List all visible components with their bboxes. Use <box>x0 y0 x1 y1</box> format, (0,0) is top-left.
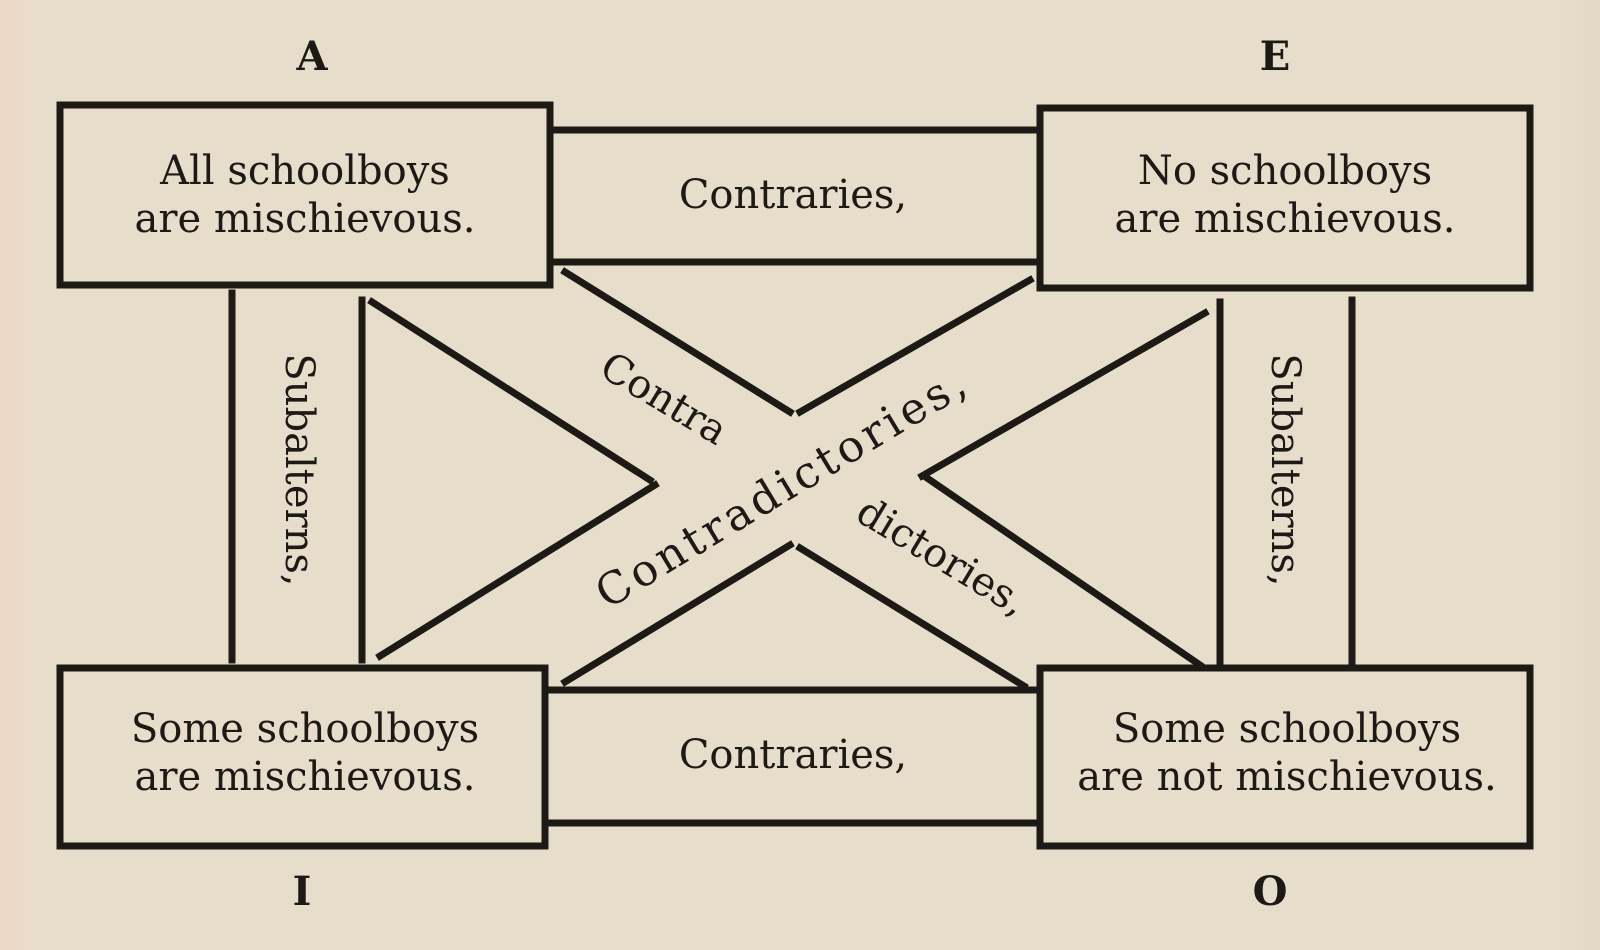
top-contraries-label: Contraries, <box>679 172 907 218</box>
right-subalterns-band: Subalterns, <box>1216 296 1356 666</box>
corner-label-a: A <box>295 33 328 80</box>
box-e-line1: No schoolboys <box>1138 148 1432 194</box>
corner-label-o: O <box>1253 868 1288 915</box>
box-e: No schoolboys are mischievous. <box>1036 104 1534 292</box>
corner-label-i: I <box>293 868 312 915</box>
box-o: Some schoolboys are not mischievous. <box>1036 664 1534 850</box>
box-a-line2: are mischievous. <box>135 196 476 242</box>
box-a: All schoolboys are mischievous. <box>56 101 554 289</box>
box-o-line1: Some schoolboys <box>1113 706 1461 752</box>
corner-label-e: E <box>1260 33 1291 80</box>
box-o-line2: are not mischievous. <box>1077 754 1497 800</box>
box-a-line1: All schoolboys <box>159 148 450 194</box>
left-subalterns-band: Subalterns, <box>228 289 366 664</box>
left-subalterns-label: Subalterns, <box>276 353 322 586</box>
bottom-contraries-band: Contraries, <box>541 686 1044 827</box>
box-i-line1: Some schoolboys <box>131 706 479 752</box>
contradictories-part2-label: dictories, <box>849 488 1035 625</box>
top-contraries-band: Contraries, <box>546 126 1044 266</box>
right-subalterns-label: Subalterns, <box>1262 353 1308 586</box>
box-i-line2: are mischievous. <box>135 754 476 800</box>
box-e-line2: are mischievous. <box>1115 196 1456 242</box>
contradictories-part1-label: Contra <box>592 343 735 454</box>
contradictories-cross: Contradictories, Contra dictories, <box>367 267 1210 691</box>
box-i: Some schoolboys are mischievous. <box>56 664 549 850</box>
bottom-contraries-label: Contraries, <box>679 732 907 778</box>
